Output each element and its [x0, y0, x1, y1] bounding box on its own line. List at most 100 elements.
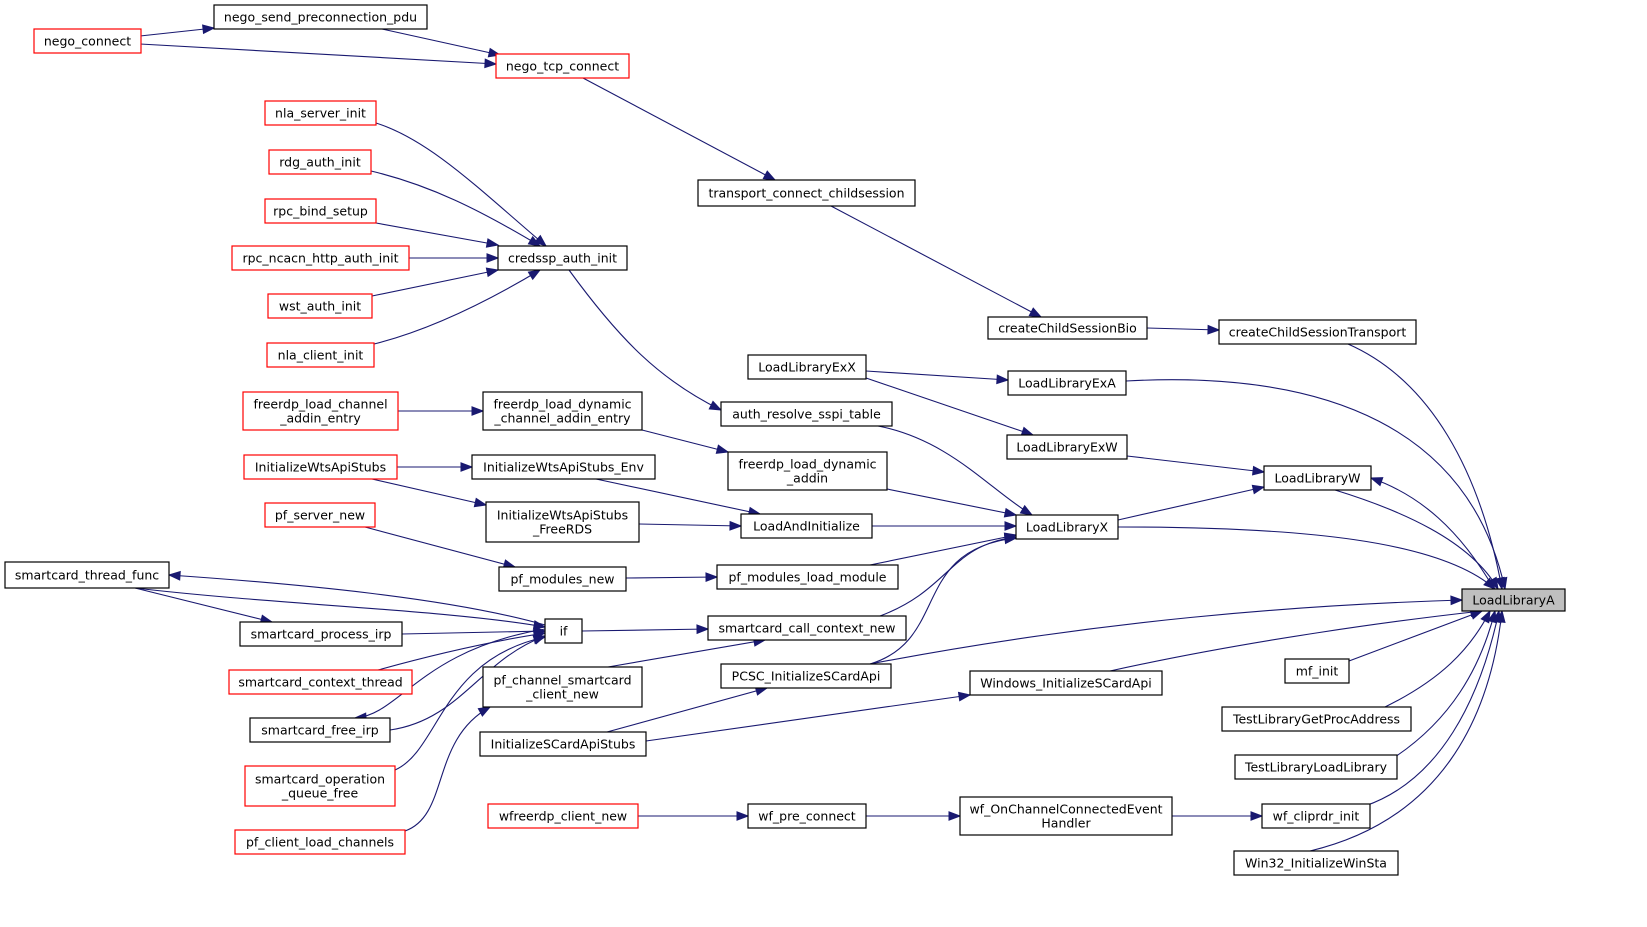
node-label: nego_send_preconnection_pdu	[224, 10, 417, 25]
edge-freerdp_load_dynamic_addin-to-LoadLibraryX	[886, 488, 1018, 518]
arrowhead	[729, 520, 743, 531]
arrowhead	[1207, 324, 1221, 335]
node-createChildSessionTransport[interactable]: createChildSessionTransport	[1218, 319, 1417, 345]
arrowhead	[1450, 595, 1464, 606]
node-TestLibraryLoadLibrary[interactable]: TestLibraryLoadLibrary	[1234, 754, 1398, 780]
node-PCSC_InitializeSCardApi[interactable]: PCSC_InitializeSCardApi	[720, 663, 892, 689]
node-if[interactable]: if	[544, 618, 583, 644]
edge-LoadLibraryA-to-LoadLibraryW	[1369, 477, 1495, 590]
node-label: _client_new	[525, 687, 599, 702]
node-pf_modules_load_module[interactable]: pf_modules_load_module	[716, 564, 899, 590]
node-label: _addin	[786, 471, 828, 486]
node-box	[264, 100, 377, 126]
node-LoadLibraryA: LoadLibraryA	[1461, 588, 1566, 612]
node-smartcard_thread_func[interactable]: smartcard_thread_func	[4, 561, 170, 589]
node-LoadLibraryW[interactable]: LoadLibraryW	[1263, 465, 1372, 491]
node-wf_pre_connect[interactable]: wf_pre_connect	[747, 803, 867, 829]
node-smartcard_free_irp[interactable]: smartcard_free_irp	[249, 717, 391, 743]
node-box	[1006, 434, 1128, 460]
node-transport_connect_childsession[interactable]: transport_connect_childsession	[697, 179, 916, 207]
arrowhead	[1020, 426, 1035, 436]
arrowhead	[1004, 521, 1018, 531]
node-InitializeSCardApiStubs[interactable]: InitializeSCardApiStubs	[479, 731, 647, 757]
node-smartcard_process_irp[interactable]: smartcard_process_irp	[239, 621, 403, 647]
edge-wfreerdp_client_new-to-wf_pre_connect	[638, 811, 750, 821]
node-InitializeWtsApiStubs_Env[interactable]: InitializeWtsApiStubs_Env	[471, 454, 656, 480]
node-createChildSessionBio[interactable]: createChildSessionBio	[987, 316, 1148, 340]
node-Win32_InitializeWinSta[interactable]: Win32_InitializeWinSta	[1233, 850, 1399, 876]
arrowhead	[484, 58, 498, 69]
edge-pf_channel_smartcard_client_new-to-smartcard_call_context_new	[607, 637, 767, 668]
node-InitializeWtsApiStubs_FreeRDS[interactable]: InitializeWtsApiStubs_FreeRDS	[485, 501, 640, 543]
node-LoadAndInitialize[interactable]: LoadAndInitialize	[740, 513, 873, 539]
node-label: rpc_ncacn_http_auth_init	[242, 251, 398, 266]
node-pf_channel_smartcard_client_new[interactable]: pf_channel_smartcard_client_new	[482, 666, 643, 708]
node-Windows_InitializeSCardApi[interactable]: Windows_InitializeSCardApi	[969, 670, 1163, 696]
edge-nla_client_init-to-credssp_auth_init	[373, 269, 542, 345]
node-rpc_ncacn_http_auth_init[interactable]: rpc_ncacn_http_auth_init	[231, 245, 410, 271]
node-box	[33, 28, 142, 54]
node-LoadLibraryExA[interactable]: LoadLibraryExA	[1007, 370, 1127, 396]
node-box	[498, 566, 627, 592]
arrowhead	[532, 620, 547, 630]
node-label: TestLibraryLoadLibrary	[1244, 760, 1388, 775]
node-nla_server_init[interactable]: nla_server_init	[264, 100, 377, 126]
arrowhead	[527, 235, 542, 247]
node-box	[716, 564, 899, 590]
node-label: smartcard_operation	[255, 772, 385, 787]
node-wst_auth_init[interactable]: wst_auth_init	[267, 293, 373, 319]
node-nego_tcp_connect[interactable]: nego_tcp_connect	[495, 53, 630, 79]
node-smartcard_call_context_new[interactable]: smartcard_call_context_new	[707, 615, 907, 641]
node-box	[1015, 514, 1119, 540]
node-box	[482, 666, 643, 708]
node-freerdp_load_channel_addin_entry[interactable]: freerdp_load_channel_addin_entry	[242, 391, 399, 431]
node-pf_modules_new[interactable]: pf_modules_new	[498, 566, 627, 592]
node-InitializeWtsApiStubs[interactable]: InitializeWtsApiStubs	[243, 454, 398, 480]
node-pf_server_new[interactable]: pf_server_new	[264, 502, 376, 528]
node-smartcard_operation_queue_free[interactable]: smartcard_operation_queue_free	[244, 765, 396, 807]
node-wfreerdp_client_new[interactable]: wfreerdp_client_new	[487, 803, 639, 829]
node-auth_resolve_sspi_table[interactable]: auth_resolve_sspi_table	[720, 401, 893, 427]
edge-PCSC_InitializeSCardApi-to-LoadLibraryX	[869, 534, 1018, 665]
node-smartcard_context_thread[interactable]: smartcard_context_thread	[228, 669, 413, 695]
arrowhead	[532, 634, 547, 645]
node-box	[264, 198, 377, 224]
node-box	[266, 342, 375, 368]
node-nego_connect[interactable]: nego_connect	[33, 28, 142, 54]
node-box	[495, 53, 630, 79]
edge-TestLibraryLoadLibrary-to-LoadLibraryA	[1394, 609, 1497, 758]
node-nego_send_preconnection_pdu[interactable]: nego_send_preconnection_pdu	[213, 4, 428, 30]
node-label: freerdp_load_channel	[253, 397, 387, 412]
node-label: nla_client_init	[278, 348, 364, 363]
arrowhead	[1483, 577, 1497, 590]
node-box	[482, 391, 643, 431]
node-pf_client_load_channels[interactable]: pf_client_load_channels	[234, 829, 406, 855]
node-TestLibraryGetProcAddress[interactable]: TestLibraryGetProcAddress	[1221, 706, 1412, 732]
node-label: Windows_InitializeSCardApi	[980, 676, 1152, 691]
node-label: smartcard_context_thread	[238, 675, 402, 690]
node-rdg_auth_init[interactable]: rdg_auth_init	[268, 149, 372, 175]
node-mf_init[interactable]: mf_init	[1284, 658, 1350, 684]
node-LoadLibraryExW[interactable]: LoadLibraryExW	[1006, 434, 1128, 460]
edge-LoadLibraryExA-to-LoadLibraryA	[1125, 379, 1508, 591]
node-LoadLibraryExX[interactable]: LoadLibraryExX	[747, 354, 867, 380]
edge-wf_pre_connect-to-wf_OnChannelConnectedEventHandler	[866, 811, 962, 821]
node-wf_cliprdr_init[interactable]: wf_cliprdr_init	[1261, 803, 1371, 829]
node-box	[697, 179, 916, 207]
node-nla_client_init[interactable]: nla_client_init	[266, 342, 375, 368]
node-box	[1263, 465, 1372, 491]
node-box	[239, 621, 403, 647]
node-label: pf_server_new	[275, 508, 365, 523]
node-box	[497, 245, 628, 271]
node-freerdp_load_dynamic_channel_addin_entry[interactable]: freerdp_load_dynamic_channel_addin_entry	[482, 391, 643, 431]
edge-nego_tcp_connect-to-transport_connect_childsession	[582, 77, 777, 181]
arrowhead	[715, 444, 730, 454]
node-rpc_bind_setup[interactable]: rpc_bind_setup	[264, 198, 377, 224]
arrowhead	[1469, 610, 1484, 620]
node-LoadLibraryX[interactable]: LoadLibraryX	[1015, 514, 1119, 540]
arrowhead	[1369, 477, 1384, 487]
node-freerdp_load_dynamic_addin[interactable]: freerdp_load_dynamic_addin	[727, 451, 888, 491]
node-label: createChildSessionBio	[998, 321, 1137, 336]
node-credssp_auth_init[interactable]: credssp_auth_init	[497, 245, 628, 271]
